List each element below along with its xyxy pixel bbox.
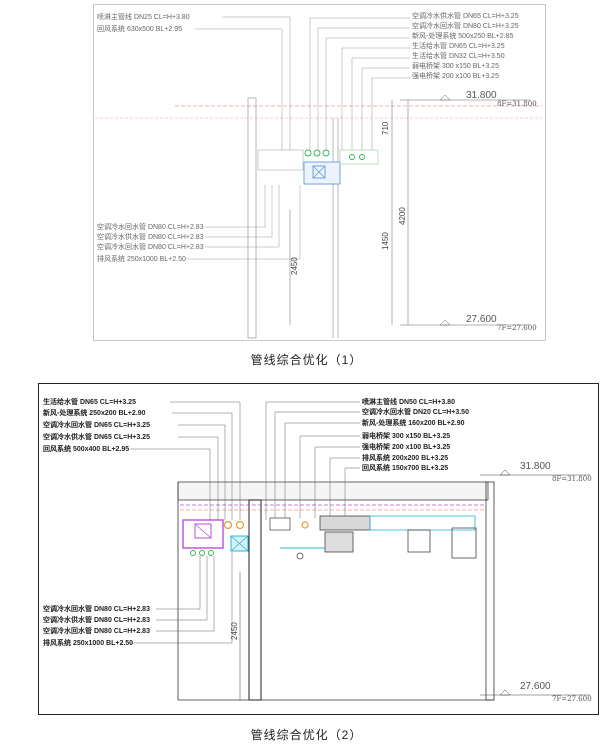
dim-1450: 1450 <box>381 232 390 250</box>
level-top-tag: 8F=31.800 <box>552 475 592 483</box>
label-tr: 弱电桥架 300 x150 BL+3.25 <box>362 431 450 440</box>
label-tl: 喷淋主管线 DN25 CL=H+3.80 <box>97 12 190 21</box>
label-tr: 新风-处理系统 160x200 BL+2.90 <box>362 418 465 427</box>
pipe-circle <box>349 154 355 160</box>
fan-unit <box>324 531 354 553</box>
slab <box>177 481 489 501</box>
label-tr: 排风系统 200x200 BL+3.25 <box>362 453 448 462</box>
caption-1: 管线综合优化（1） <box>250 353 363 367</box>
label-bl: 空调冷水回水管 DN80 CL=H+2.83 <box>97 242 204 251</box>
label-tl: 回风系统 630x500 BL+2.95 <box>97 24 182 33</box>
level-top-label: 31.800 <box>520 461 551 472</box>
pipe-orange <box>301 521 309 529</box>
level-marker-top <box>499 469 511 476</box>
pipe-orange <box>235 520 245 530</box>
section-drawing-2 <box>38 383 599 715</box>
label-tr: 生活给水管 DN65 CL=H+3.25 <box>412 41 505 50</box>
label-tr: 空调冷水供水管 DN65 CL=H+3.25 <box>412 11 519 20</box>
label-tr: 生活给水管 DN32 CL=H+3.50 <box>412 51 505 60</box>
label-tr: 回风系统 150x700 BL+3.25 <box>362 463 448 472</box>
duct-box-purple <box>182 519 224 549</box>
column <box>248 499 262 701</box>
duct-cross <box>194 523 212 539</box>
label-tr: 弱电桥架 300 x150 BL+3.25 <box>412 61 499 70</box>
label-bl: 排风系统 250x1000 BL+2.50 <box>43 638 133 647</box>
pipe-circle <box>296 552 304 560</box>
pipe-circle <box>208 550 214 556</box>
brick-wall-right <box>485 481 495 701</box>
label-tl: 生活给水管 DN65 CL=H+3.25 <box>43 397 136 406</box>
level-bottom-tag: 7F=27.600 <box>497 324 537 332</box>
leaders-top <box>185 16 410 260</box>
tray <box>269 517 291 531</box>
level-bottom-label: 27.600 <box>520 681 551 692</box>
label-tr: 强电桥架 200 x100 BL+3.25 <box>412 71 499 80</box>
label-tr: 强电桥架 200 x100 BL+3.25 <box>362 442 450 451</box>
label-tl: 回风系统 500x400 BL+2.95 <box>43 444 129 453</box>
caption-2: 管线综合优化（2） <box>250 728 363 742</box>
duct-inner <box>312 165 326 179</box>
label-bl: 空调冷水回水管 DN80 CL=H+2.83 <box>97 222 204 231</box>
leaders-2 <box>130 401 360 644</box>
duct-right <box>339 149 379 165</box>
dim-4200: 4200 <box>398 207 407 225</box>
pipe-orange <box>223 520 233 530</box>
level-marker-bottom <box>439 319 451 326</box>
dim-710: 710 <box>381 121 390 135</box>
level-bottom-tag: 7F=27.600 <box>552 695 592 703</box>
duct-grey <box>319 515 371 531</box>
dim-2450: 2450 <box>290 257 299 275</box>
pipe-circle <box>313 149 321 157</box>
label-bl: 空调冷水供水管 DN80 CL=H+2.83 <box>97 232 204 241</box>
label-bl: 排风系统 250x1000 BL+2.50 <box>97 254 186 263</box>
duct-drop-2 <box>451 527 477 559</box>
label-bl: 空调冷水供水管 DN80 CL=H+2.83 <box>43 615 150 624</box>
label-tl: 空调冷水供水管 DN65 CL=H+3.25 <box>43 432 150 441</box>
label-bl: 空调冷水回水管 DN80 CL=H+2.83 <box>43 626 150 635</box>
duct-drop <box>407 529 431 553</box>
pipe-circle <box>304 149 312 157</box>
label-tl: 新风-处理系统 250x200 BL+2.90 <box>43 408 146 417</box>
label-bl: 空调冷水回水管 DN80 CL=H+2.83 <box>43 604 150 613</box>
duct-inner-purple <box>194 523 212 539</box>
pipe-circle <box>190 550 196 556</box>
duct-cross-2 <box>312 165 326 179</box>
pipe-circle <box>359 154 365 160</box>
label-tr: 喷淋主管线 DN50 CL=H+3.80 <box>362 397 455 406</box>
label-tr: 空调冷水回水管 DN80 CL=H+3.25 <box>412 21 519 30</box>
dim-2450: 2450 <box>230 622 239 640</box>
label-tr: 新风-处理系统 500x250 BL+2.85 <box>412 31 513 40</box>
pipe-circle <box>199 550 205 556</box>
column-left <box>247 97 257 339</box>
label-tr: 空调冷水回水管 DN20 CL=H+3.50 <box>362 407 469 416</box>
duct-section <box>257 149 304 171</box>
level-marker-bottom <box>499 689 511 696</box>
label-tl: 空调冷水回水管 DN65 CL=H+3.25 <box>43 420 150 429</box>
level-top-tag: 8F=31.800 <box>497 100 537 108</box>
level-bottom-label: 27.600 <box>466 314 497 325</box>
duct-cross <box>230 535 249 552</box>
level-top-label: 31.800 <box>466 90 497 101</box>
level-marker-top <box>439 94 451 101</box>
